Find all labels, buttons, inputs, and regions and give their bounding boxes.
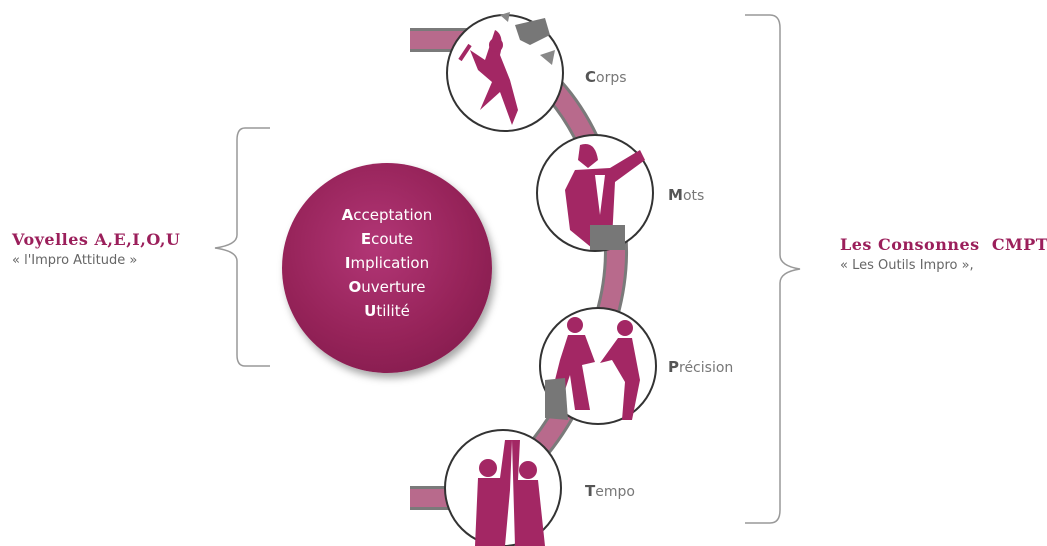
bubble-precision — [540, 308, 656, 424]
left-bracket — [215, 128, 270, 366]
tool-label-corps: Corps — [585, 68, 627, 86]
vowel-item: Ecoute — [282, 227, 492, 251]
tool-label-precision: Précision — [668, 358, 733, 376]
vowel-item: Ouverture — [282, 275, 492, 299]
bubble-tempo — [445, 430, 561, 546]
consonants-title: Les Consonnes CMPT — [840, 235, 1047, 254]
vowel-list: Acceptation Ecoute Implication Ouverture… — [282, 203, 492, 323]
tool-label-mots: Mots — [668, 186, 704, 204]
vowels-title: Voyelles A,E,I,O,U — [12, 230, 180, 249]
vowel-item: Utilité — [282, 299, 492, 323]
vowels-heading-group: Voyelles A,E,I,O,U « l'Impro Attitude » — [12, 230, 180, 268]
vowel-item: Acceptation — [282, 203, 492, 227]
consonants-heading-group: Les Consonnes CMPT « Les Outils Impro », — [840, 235, 1047, 273]
tool-label-tempo: Tempo — [585, 482, 635, 500]
vowels-circle: Acceptation Ecoute Implication Ouverture… — [282, 163, 492, 373]
vowel-item: Implication — [282, 251, 492, 275]
consonants-subtitle: « Les Outils Impro », — [840, 258, 1047, 273]
right-bracket — [745, 15, 800, 523]
vowels-subtitle: « l'Impro Attitude » — [12, 253, 180, 268]
bubble-mots — [537, 135, 653, 251]
